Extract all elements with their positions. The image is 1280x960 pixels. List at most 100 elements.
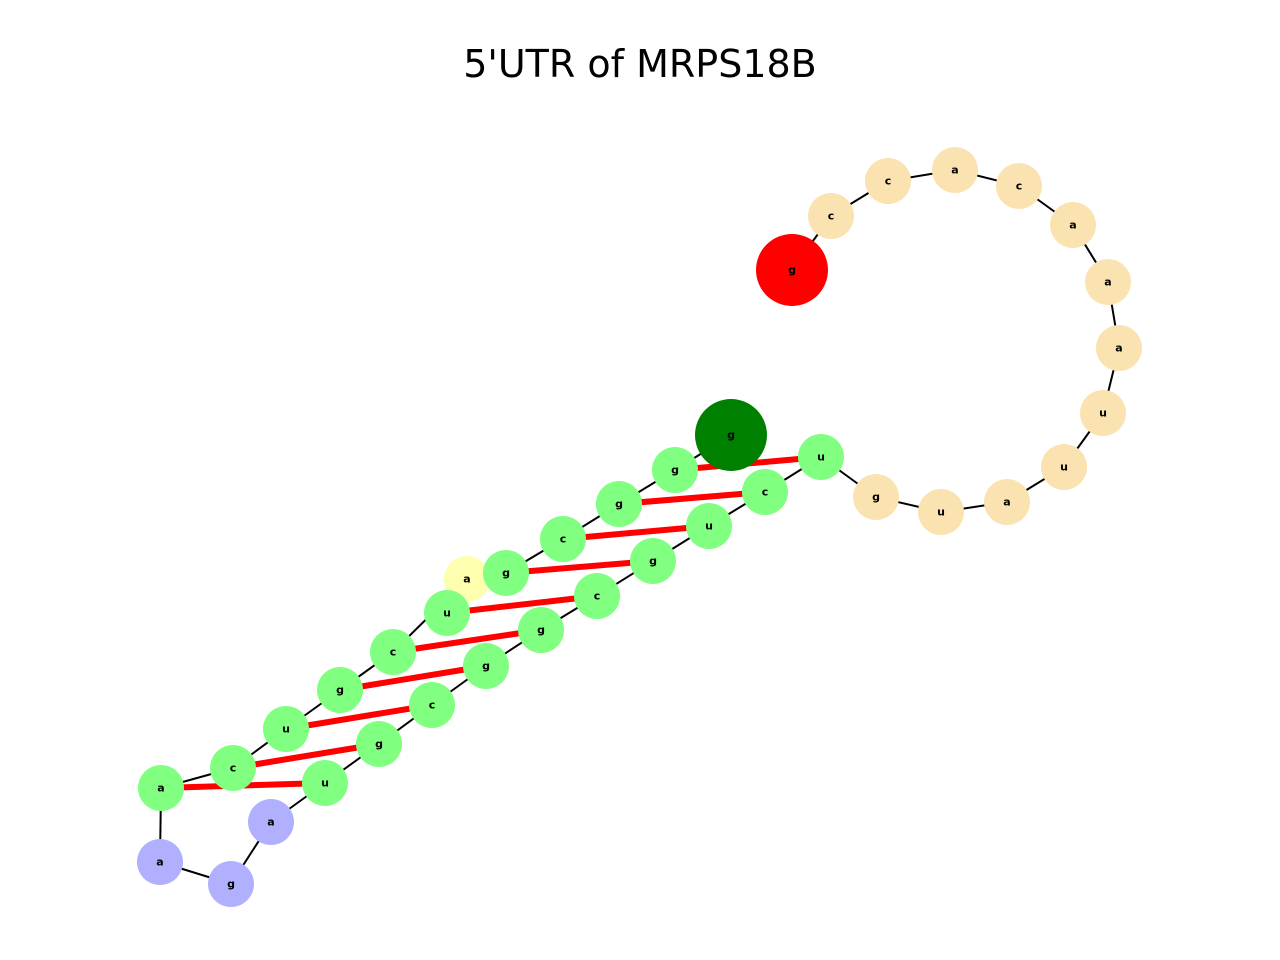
nucleotide-label: c	[762, 486, 769, 499]
base-pair-bond	[392, 627, 542, 655]
nucleotide-circle	[317, 667, 363, 713]
nucleotide-label: g	[502, 567, 510, 580]
nucleotide-loop: u	[1041, 444, 1087, 490]
nucleotide-stem: u	[424, 590, 470, 636]
nucleotide-label: c	[828, 210, 835, 223]
nucleotide-stem: c	[409, 682, 455, 728]
nucleotide-label: g	[537, 624, 545, 637]
nucleotide-circle	[695, 399, 767, 471]
nucleotide-label: u	[1060, 461, 1068, 474]
nucleotide-label: u	[443, 607, 451, 620]
base-pair-layer	[160, 454, 822, 791]
nucleotide-circle	[1080, 390, 1126, 436]
nucleotide-hairpin: g	[208, 861, 254, 907]
nucleotide-start: g	[756, 234, 828, 306]
base-pair-bond	[446, 593, 598, 616]
nucleotide-loop: a	[1085, 259, 1131, 305]
nucleotide-loop: c	[996, 163, 1042, 209]
nucleotide-stem: a	[138, 765, 184, 811]
nucleotide-circle	[137, 839, 183, 885]
nucleotide-label: a	[463, 573, 470, 586]
nucleotide-label: u	[817, 451, 825, 464]
nucleotide-stem: u	[263, 706, 309, 752]
nucleotide-label: g	[649, 555, 657, 568]
nucleotide-stem: c	[540, 516, 586, 562]
nucleotide-circle	[996, 163, 1042, 209]
nucleotide-label: g	[872, 491, 880, 504]
nucleotide-stem: u	[798, 434, 844, 480]
nucleotide-circle	[756, 234, 828, 306]
nucleotide-stem: g	[518, 607, 564, 653]
nucleotide-circle	[444, 556, 490, 602]
nucleotide-label: u	[282, 723, 290, 736]
nucleotide-circle	[208, 861, 254, 907]
nucleotide-label: u	[937, 506, 945, 519]
nucleotide-stem: g	[356, 721, 402, 767]
nucleotide-stem: g	[483, 550, 529, 596]
nucleotide-loop: u	[1080, 390, 1126, 436]
nucleotide-label: g	[227, 878, 235, 891]
nucleotide-circle	[370, 629, 416, 675]
nucleotide-stem: c	[574, 573, 620, 619]
nucleotide-circle	[808, 193, 854, 239]
nucleotide-circle	[853, 474, 899, 520]
base-pair-bond	[505, 558, 654, 576]
nucleotide-circle	[210, 745, 256, 791]
nucleotide-circle	[1050, 202, 1096, 248]
nucleotide-label: c	[885, 175, 892, 188]
nucleotide-label: u	[321, 777, 329, 790]
nucleotide-loop: a	[1050, 202, 1096, 248]
nucleotide-bulge: a	[444, 556, 490, 602]
nucleotide-circle	[463, 643, 509, 689]
nucleotide-loop: c	[865, 158, 911, 204]
nucleotide-loop: u	[918, 489, 964, 535]
nucleotide-loop: a	[1096, 325, 1142, 371]
nucleotide-stem: g	[463, 643, 509, 689]
nucleotide-stem: u	[686, 503, 732, 549]
nucleotide-circle	[1096, 325, 1142, 371]
nucleotide-end: g	[695, 399, 767, 471]
nucleotide-label: a	[951, 164, 958, 177]
nucleotide-stem: g	[630, 538, 676, 584]
nucleotide-circle	[483, 550, 529, 596]
nucleotide-loop: a	[984, 479, 1030, 525]
nucleotide-label: g	[482, 660, 490, 673]
nucleotide-circle	[424, 590, 470, 636]
nucleotide-circle	[409, 682, 455, 728]
nucleotide-label: a	[157, 782, 164, 795]
nucleotide-circle	[263, 706, 309, 752]
nucleotide-label: a	[1069, 219, 1076, 232]
nucleotide-label: a	[1104, 276, 1111, 289]
nucleotide-stem: u	[302, 760, 348, 806]
nucleotide-label: a	[1003, 496, 1010, 509]
nucleotide-stem: g	[596, 481, 642, 527]
nucleotide-loop: c	[808, 193, 854, 239]
nucleotide-stem: g	[652, 447, 698, 493]
nucleotide-label: g	[336, 684, 344, 697]
nucleotide-label: c	[594, 590, 601, 603]
nucleotide-circle	[138, 765, 184, 811]
nucleotide-label: a	[1115, 342, 1122, 355]
nucleotide-circle	[248, 799, 294, 845]
nucleotide-circle	[596, 481, 642, 527]
page-title: 5'UTR of MRPS18B	[463, 42, 817, 86]
nucleotide-label: c	[230, 762, 237, 775]
nucleotide-label: c	[429, 699, 436, 712]
nucleotide-loop: g	[853, 474, 899, 520]
base-pair-bond	[562, 523, 710, 542]
nucleotide-stem: c	[210, 745, 256, 791]
nucleotide-stem: g	[317, 667, 363, 713]
nucleotide-circle	[356, 721, 402, 767]
nucleotide-circle	[932, 147, 978, 193]
base-pair-bond	[618, 489, 766, 507]
nucleotide-circle	[518, 607, 564, 653]
nucleotide-label: u	[705, 520, 713, 533]
nucleotide-label: c	[1016, 180, 1023, 193]
base-pair-bond	[339, 663, 487, 693]
nucleotide-loop: a	[932, 147, 978, 193]
nucleotide-circle	[798, 434, 844, 480]
nucleotide-label: g	[375, 738, 383, 751]
nucleotide-circle	[540, 516, 586, 562]
base-pair-bond	[232, 741, 380, 771]
